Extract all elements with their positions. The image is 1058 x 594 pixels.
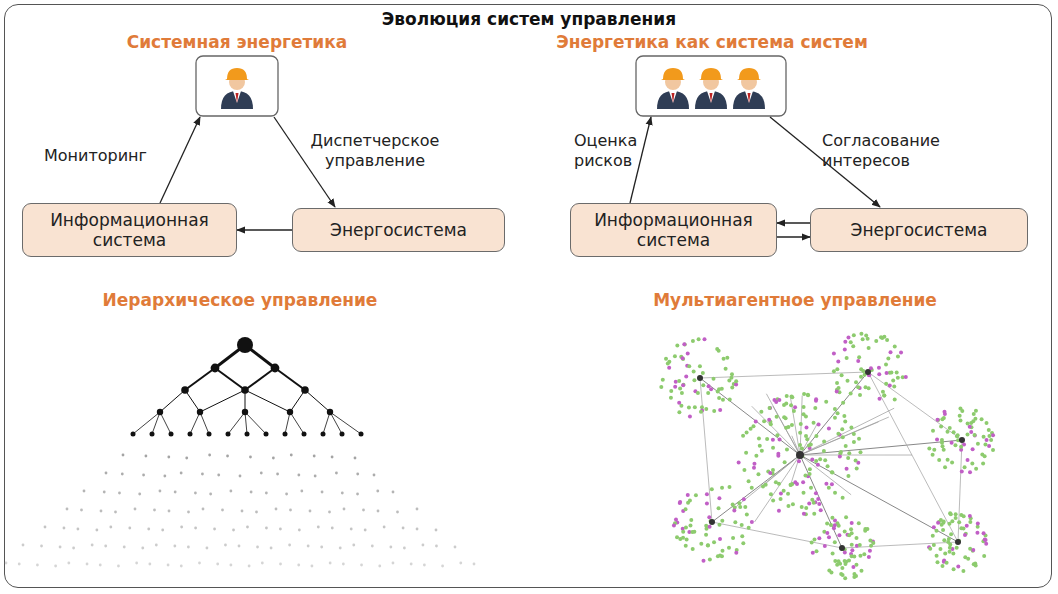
section-heading: Энергетика как система систем xyxy=(556,32,868,53)
connector-arrow xyxy=(237,229,292,230)
box-text: Энергосистема xyxy=(851,220,988,240)
operators-icon-box xyxy=(636,56,786,116)
operator-icon xyxy=(695,68,727,109)
risk-arrow xyxy=(630,117,651,203)
box-text: Энергосистема xyxy=(330,220,467,240)
diagram-title: Эволюция систем управления xyxy=(382,9,676,30)
connector-arrow xyxy=(777,236,810,237)
system-box: Информационная система xyxy=(570,203,777,257)
arrow-label: Мониторинг xyxy=(44,146,147,166)
box-text: Информационная система xyxy=(33,210,226,251)
section-heading: Мультиагентное управление xyxy=(653,290,937,311)
system-box: Информационная система xyxy=(22,203,237,257)
box-text: Информационная система xyxy=(581,210,766,251)
monitoring-arrow xyxy=(160,117,200,203)
arrow-label: Согласование интересов xyxy=(822,131,952,171)
section-heading: Иерархическое управление xyxy=(103,290,378,311)
operator-icon xyxy=(733,68,765,109)
arrow-label: Диспетчерское управление xyxy=(300,131,450,171)
system-box: Энергосистема xyxy=(810,208,1028,252)
operator-icon xyxy=(221,68,253,109)
connector-arrow xyxy=(777,222,810,223)
hierarchy-tree xyxy=(5,337,476,567)
operator-icon xyxy=(657,68,689,109)
operator-icon-box xyxy=(196,56,278,116)
multiagent-network xyxy=(659,332,995,580)
system-box: Энергосистема xyxy=(292,208,505,252)
section-heading: Системная энергетика xyxy=(127,32,348,53)
arrow-label: Оценка рисков xyxy=(574,131,654,171)
